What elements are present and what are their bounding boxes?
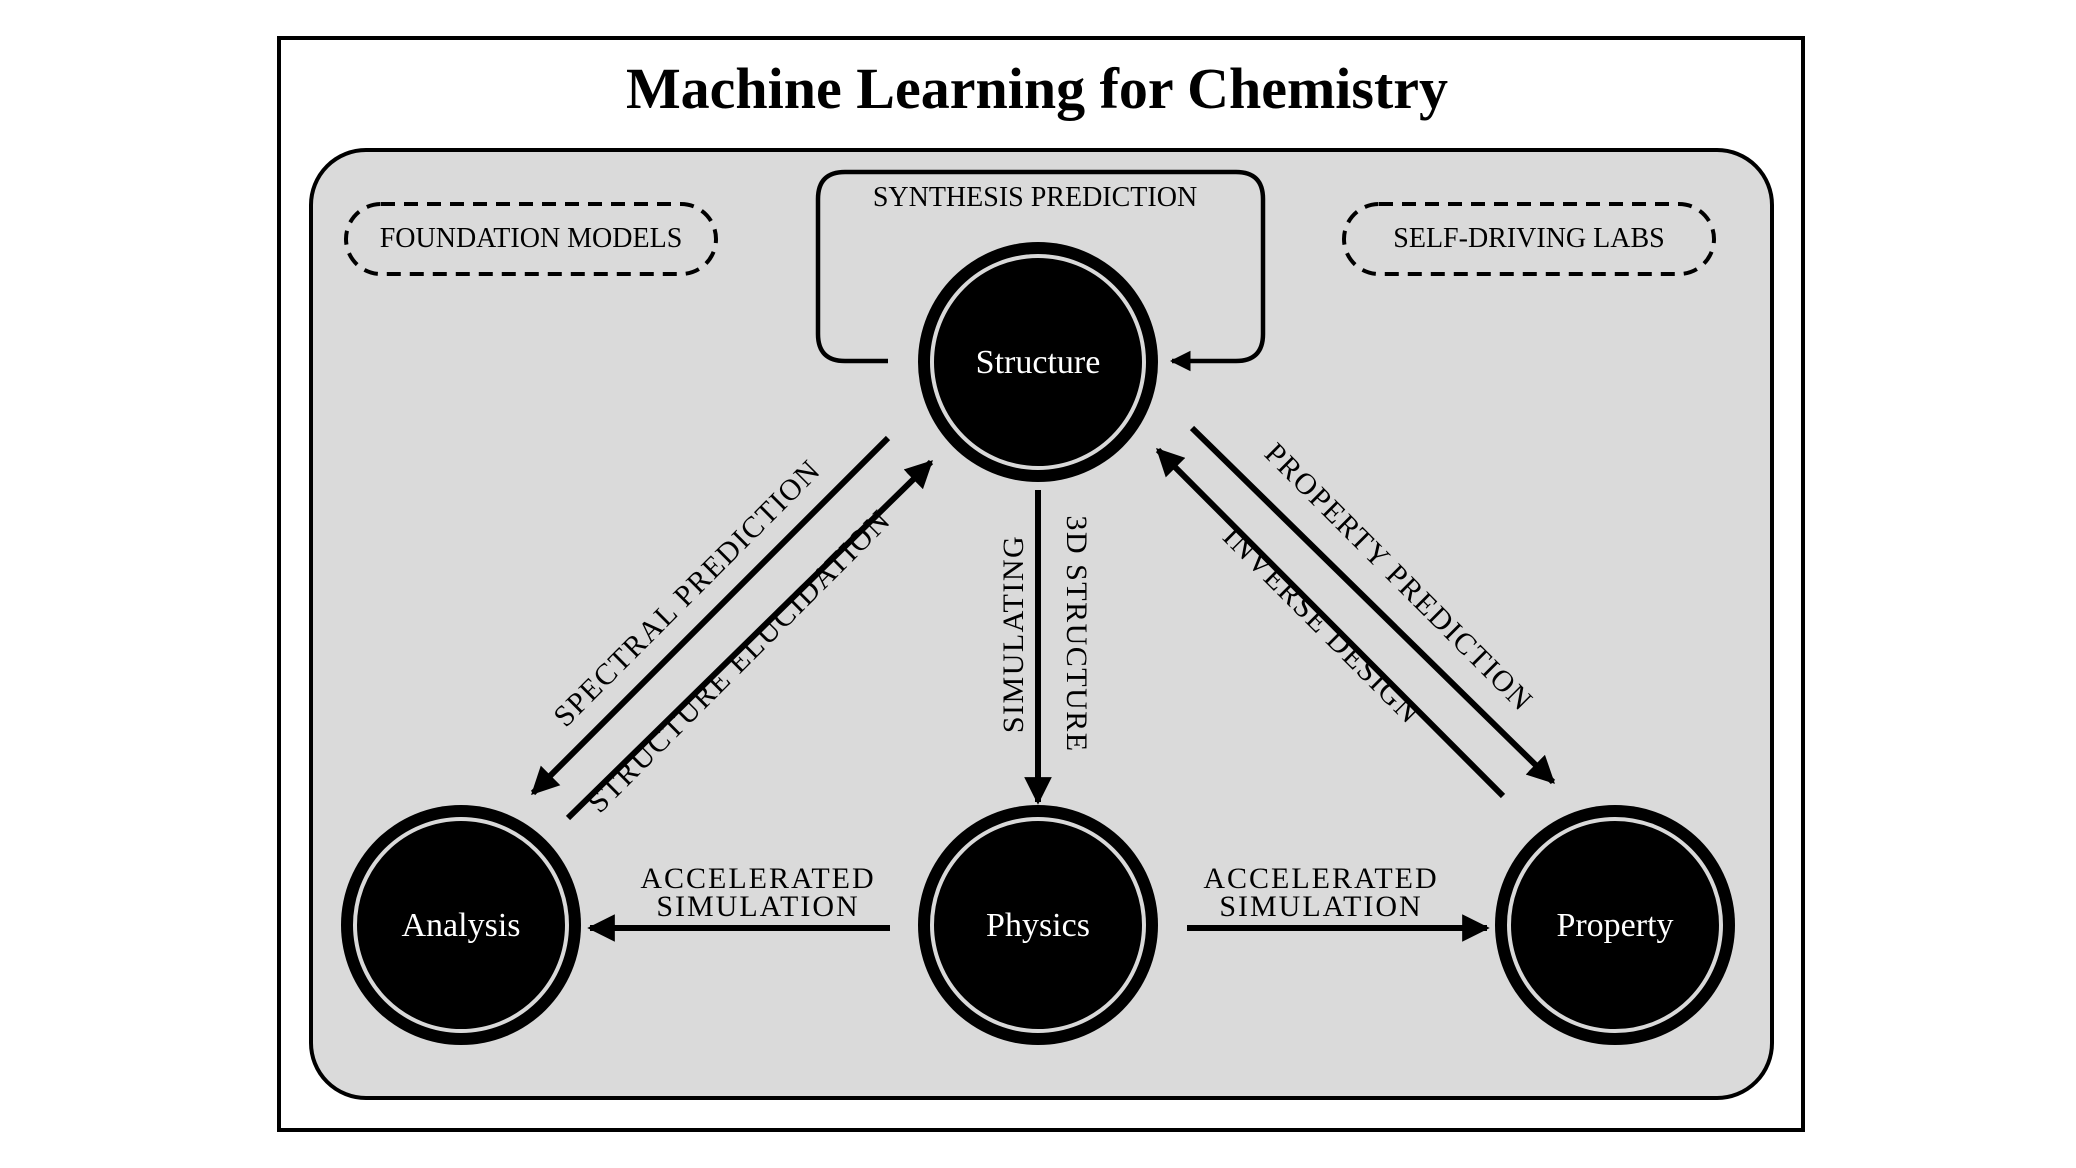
synthesis-prediction-label: SYNTHESIS PREDICTION: [873, 182, 1197, 213]
analysis-node: Analysis: [341, 805, 581, 1045]
accelerated-left-label-2: SIMULATION: [656, 890, 859, 923]
spectral-prediction-arrow: [530, 435, 891, 796]
inverse-design-arrow: [1155, 447, 1506, 799]
simulating-label: SIMULATING: [997, 535, 1030, 733]
property-node: Property: [1495, 805, 1735, 1045]
structure-node: Structure: [918, 242, 1158, 482]
analysis-node-label: Analysis: [402, 907, 521, 944]
self-driving-labs-label: SELF-DRIVING LABS: [1393, 223, 1664, 254]
physics-node-label: Physics: [986, 907, 1090, 944]
accelerated-left-label-1: ACCELERATED: [640, 862, 875, 895]
background-panel: [309, 148, 1774, 1100]
structure-node-label: Structure: [976, 344, 1101, 381]
3d-structure-label: 3D STRUCTURE: [1060, 515, 1093, 752]
physics-node: Physics: [918, 805, 1158, 1045]
self-driving-labs-badge: [1342, 202, 1716, 276]
foundation-models-label: FOUNDATION MODELS: [380, 223, 683, 254]
property-prediction-arrow: [1189, 425, 1556, 785]
property-node-label: Property: [1556, 907, 1673, 944]
diagram-title: Machine Learning for Chemistry: [626, 56, 1448, 121]
accelerated-right-label-1: ACCELERATED: [1203, 862, 1438, 895]
structure-elucidation-arrow: [565, 459, 934, 821]
synthesis-loop-arrow: [815, 169, 1266, 372]
foundation-models-badge: [344, 202, 718, 276]
accelerated-right-label-2: SIMULATION: [1219, 890, 1422, 923]
